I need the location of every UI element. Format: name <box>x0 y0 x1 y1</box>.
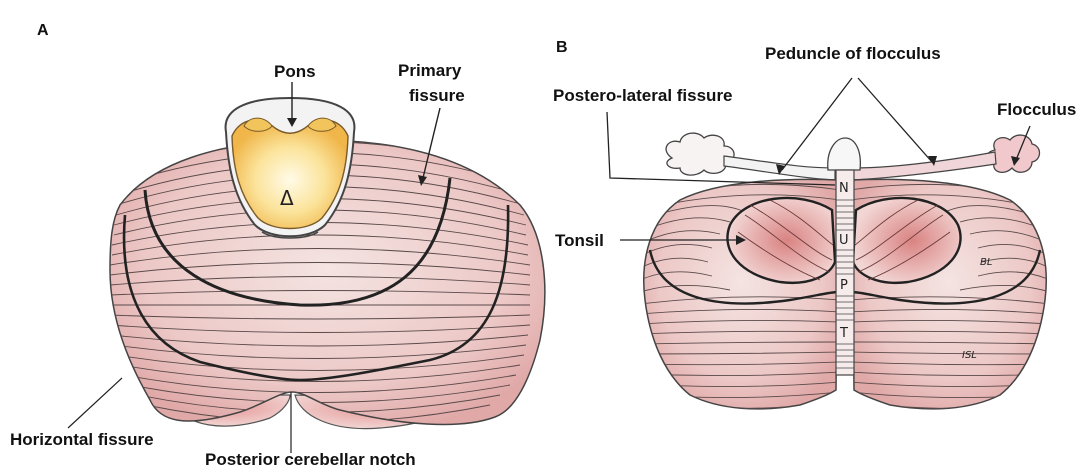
horizontal-fissure-pointer <box>68 378 122 428</box>
flocculus-label: Flocculus <box>997 101 1076 118</box>
primary-fissure-label-line1: Primary <box>398 62 461 79</box>
nodulus-bump <box>828 138 861 170</box>
bl-label: BL <box>980 258 992 268</box>
isl-label: ISL <box>962 351 977 361</box>
fourth-ventricle-mark: Δ <box>280 188 294 208</box>
horizontal-fissure-label: Horizontal fissure <box>10 431 154 448</box>
postero-lateral-label: Postero-lateral fissure <box>553 87 733 104</box>
pons-label: Pons <box>274 63 316 80</box>
right-peduncle <box>852 152 996 180</box>
left-flocculus <box>666 133 734 175</box>
panel-b-cerebellum <box>607 78 1050 409</box>
posterior-notch-label: Posterior cerebellar notch <box>205 451 416 468</box>
vermis-u-label: U <box>839 234 849 247</box>
panel-a-letter: A <box>37 23 49 39</box>
vermis-p-label: P <box>840 279 848 292</box>
primary-fissure-label-line2: fissure <box>409 87 465 104</box>
peduncle-label: Peduncle of flocculus <box>765 45 941 62</box>
tonsil-label: Tonsil <box>555 232 604 249</box>
peduncle-pointer-right <box>858 78 932 162</box>
panel-a-cerebellum <box>68 82 545 453</box>
panel-b-letter: B <box>556 40 568 56</box>
vermis-t-label: T <box>840 327 848 340</box>
vermis-n-label: N <box>839 182 849 195</box>
